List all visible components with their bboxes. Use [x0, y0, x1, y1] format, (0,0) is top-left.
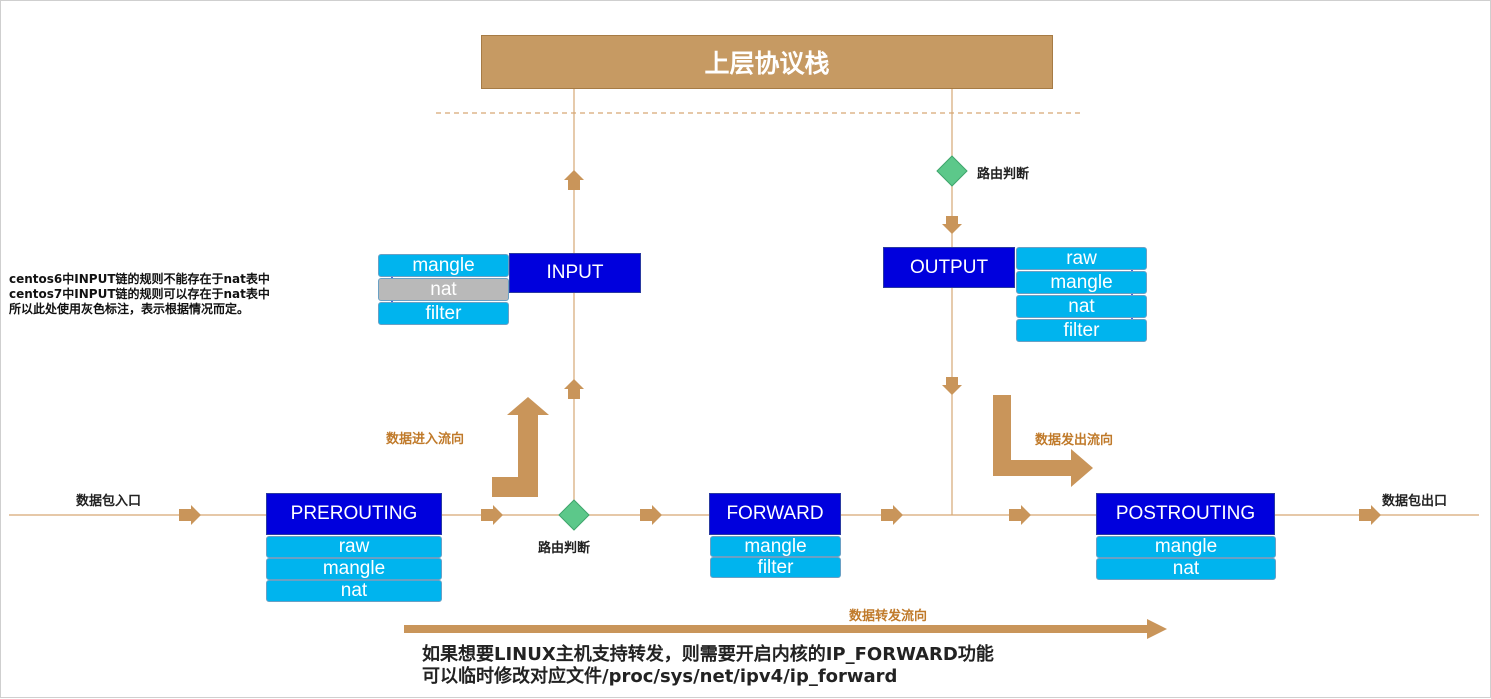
arrow-up-icon [564, 379, 584, 399]
forward-table-filter: filter [710, 557, 841, 578]
route-decision-label-top: 路由判断 [977, 167, 1030, 182]
output-table-filter: filter [1016, 319, 1147, 342]
input-nat-note: centos6中INPUT链的规则不能存在于nat表中 centos7中INPU… [9, 272, 270, 316]
prerouting-table-raw: raw [266, 536, 442, 558]
arrow-up-icon [564, 170, 584, 190]
flow-label-out: 数据发出流向 [1035, 433, 1114, 448]
prerouting-table-nat: nat [266, 580, 442, 602]
forward-flow-arrow [404, 619, 1167, 639]
arrow-right-icon [1009, 505, 1031, 525]
postrouting-table-nat: nat [1096, 558, 1276, 580]
chain-forward: FORWARD [709, 493, 841, 535]
arrow-down-icon [942, 377, 962, 395]
upper-protocol-stack: 上层协议栈 [481, 35, 1053, 89]
outflow-bent-arrow [993, 395, 1093, 487]
prerouting-table-mangle: mangle [266, 558, 442, 580]
input-table-mangle: mangle [378, 254, 509, 277]
inflow-bent-arrow [492, 397, 549, 497]
output-table-nat: nat [1016, 295, 1147, 318]
flow-label-forward: 数据转发流向 [849, 609, 928, 624]
input-table-nat: nat [378, 278, 509, 301]
arrow-right-icon [481, 505, 503, 525]
ip-forward-note: 如果想要LINUX主机支持转发，则需要开启内核的IP_FORWARD功能 可以临… [422, 644, 994, 687]
chain-postrouting: POSTROUTING [1096, 493, 1275, 535]
arrow-right-icon [640, 505, 662, 525]
packet-exit-label: 数据包出口 [1382, 494, 1448, 509]
chain-input: INPUT [509, 253, 641, 293]
input-table-filter: filter [378, 302, 509, 325]
flow-label-in: 数据进入流向 [386, 432, 465, 447]
arrow-right-icon [179, 505, 201, 525]
arrow-right-icon [881, 505, 903, 525]
chain-output: OUTPUT [883, 247, 1015, 288]
route-decision-diamond-icon [936, 155, 968, 187]
output-table-mangle: mangle [1016, 271, 1147, 294]
arrow-down-icon [942, 216, 962, 234]
output-table-raw: raw [1016, 247, 1147, 270]
postrouting-table-mangle: mangle [1096, 536, 1276, 558]
arrow-right-icon [1359, 505, 1381, 525]
forward-table-mangle: mangle [710, 536, 841, 557]
route-decision-diamond-icon [558, 499, 590, 531]
packet-entry-label: 数据包入口 [76, 494, 142, 509]
route-decision-label-bottom: 路由判断 [538, 541, 591, 556]
chain-prerouting: PREROUTING [266, 493, 442, 535]
